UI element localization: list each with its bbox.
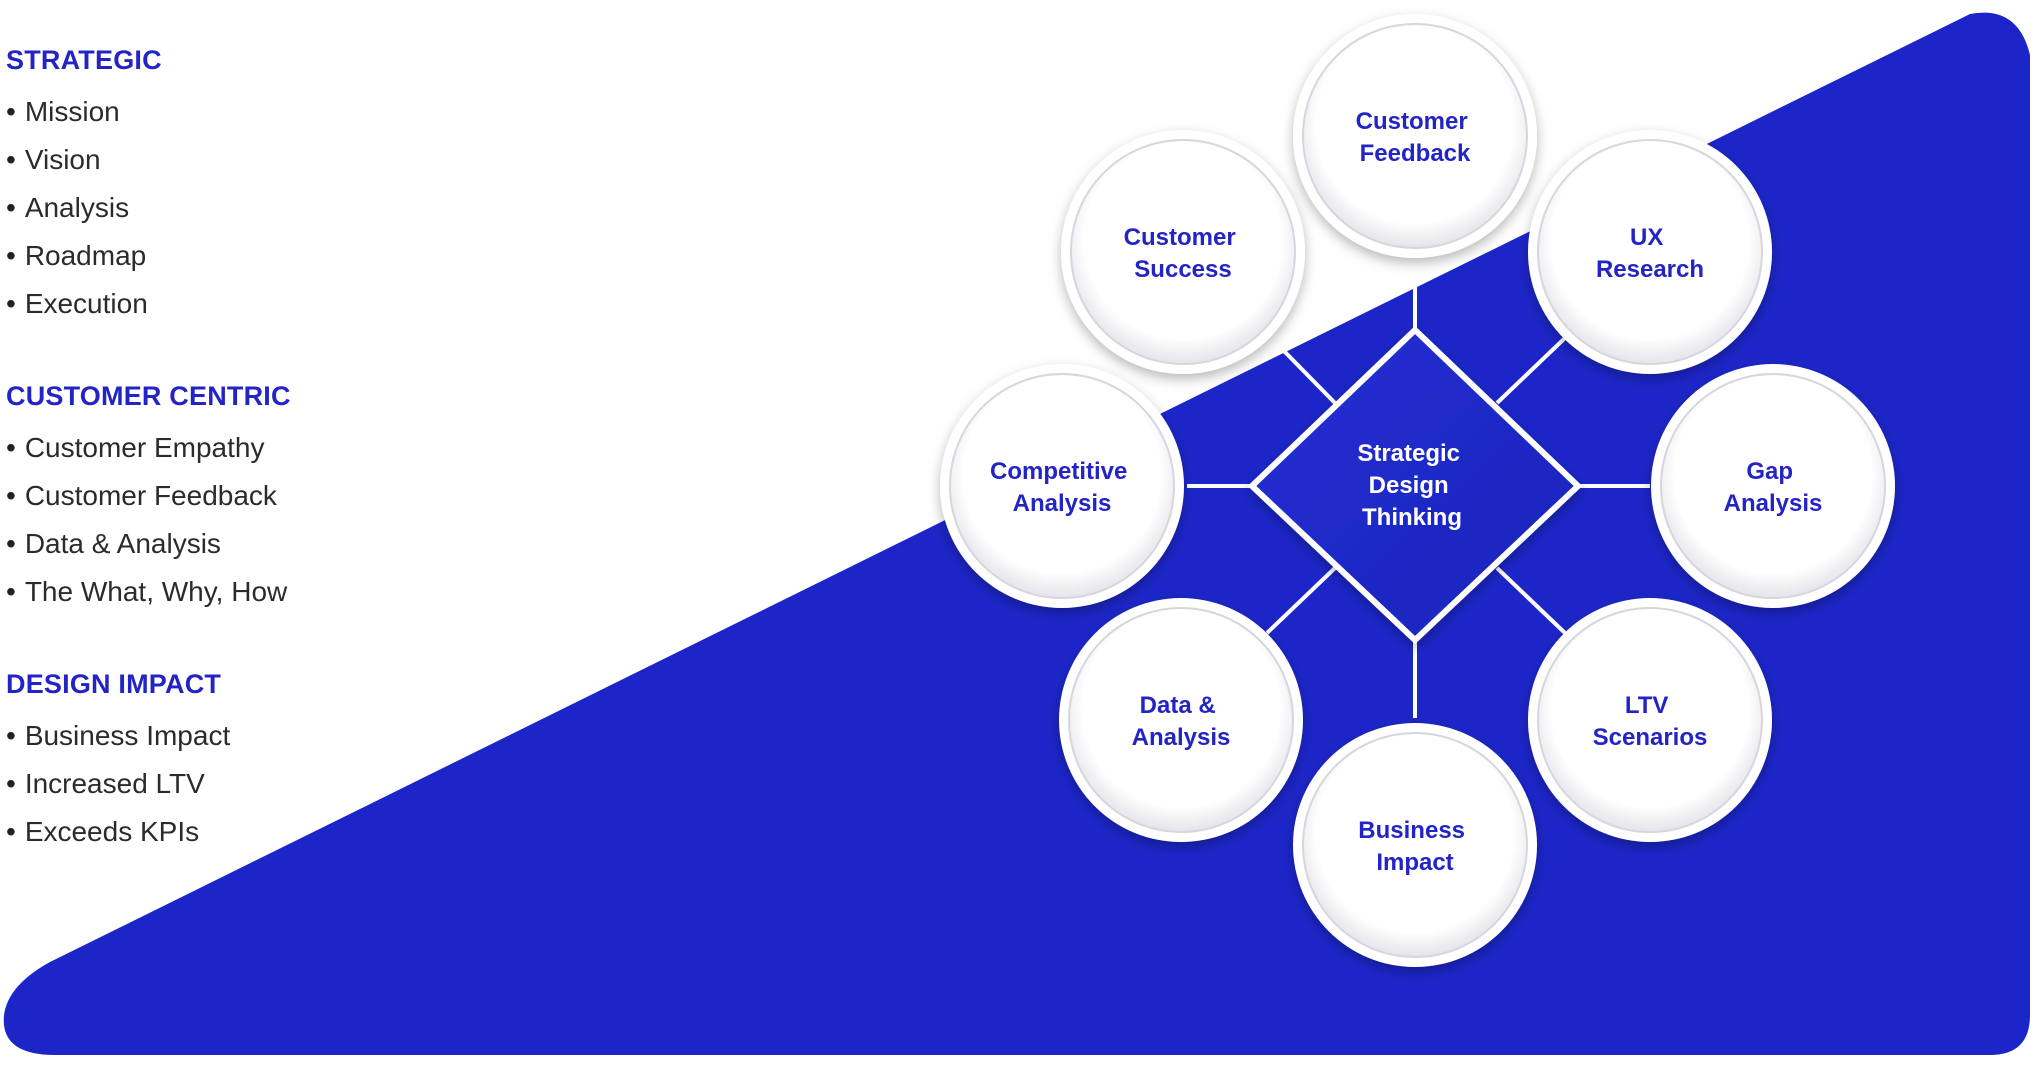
node-label-line: Research [1596, 256, 1704, 283]
svg-text:Strategic Design T: Strategic Design Thinking [1357, 440, 1466, 531]
node-label-line: Success [1134, 256, 1231, 283]
svg-text:Competitive Analysis: Competitive Analysis [990, 458, 1134, 517]
list-item: Vision [6, 136, 426, 184]
list-item: Increased LTV [6, 760, 426, 808]
svg-text:Business Impact: Business Impact [1358, 817, 1471, 876]
list-item: Analysis [6, 184, 426, 232]
svg-text:Gap Analysis: Gap Analysis [1724, 458, 1823, 517]
node-business-impact: Business Impact [1293, 723, 1537, 967]
node-label-line: Customer [1124, 224, 1236, 251]
node-customer-success: Customer Success [1061, 130, 1305, 374]
list-item: Business Impact [6, 712, 426, 760]
node-ux-research: UX Research [1528, 130, 1772, 374]
section-heading: STRATEGIC [6, 45, 162, 75]
node-ltv-scenarios: LTV Scenarios [1528, 598, 1772, 842]
node-label-line: Impact [1376, 849, 1453, 876]
list-item: Execution [6, 280, 426, 328]
node-label-line: LTV [1625, 692, 1669, 719]
bullet-list: Business Impact Increased LTV Exceeds KP… [6, 712, 426, 856]
svg-text:Customer Feedback: Customer Feedback [1356, 108, 1475, 167]
section-heading: DESIGN IMPACT [6, 669, 222, 699]
section-design-impact: DESIGN IMPACT Business Impact Increased … [6, 669, 426, 856]
node-label-line: Scenarios [1593, 724, 1708, 751]
node-label-line: Feedback [1360, 140, 1471, 167]
section-customer-centric: CUSTOMER CENTRIC Customer Empathy Custom… [6, 381, 426, 616]
bullet-list: Mission Vision Analysis Roadmap Executio… [6, 88, 426, 328]
node-label-line: Business [1358, 817, 1465, 844]
node-label-line: Customer [1356, 108, 1468, 135]
svg-text:UX Research: UX Research [1596, 224, 1704, 283]
list-item: Exceeds KPIs [6, 808, 426, 856]
list-item: Roadmap [6, 232, 426, 280]
node-data-analysis: Data & Analysis [1059, 598, 1303, 842]
center-line-3: Thinking [1362, 504, 1462, 531]
node-label-line: Analysis [1724, 490, 1823, 517]
list-item: Customer Empathy [6, 424, 426, 472]
center-line-1: Strategic [1357, 440, 1460, 467]
bullet-list: Customer Empathy Customer Feedback Data … [6, 424, 426, 616]
svg-text:Data & Analysis: Data & Analysis [1132, 692, 1231, 751]
node-gap-analysis: Gap Analysis [1651, 364, 1895, 608]
svg-text:LTV Scenarios: LTV Scenarios [1593, 692, 1708, 751]
node-label-line: Analysis [1013, 490, 1112, 517]
list-item: Customer Feedback [6, 472, 426, 520]
node-competitive-analysis: Competitive Analysis [940, 364, 1184, 608]
section-strategic: STRATEGIC Mission Vision Analysis Roadma… [6, 45, 426, 328]
node-label-line: Gap [1746, 458, 1793, 485]
center-line-2: Design [1369, 472, 1449, 499]
node-label-line: Competitive [990, 458, 1127, 485]
list-item: Data & Analysis [6, 520, 426, 568]
node-customer-feedback: Customer Feedback [1293, 14, 1537, 258]
node-label-line: Data & [1140, 692, 1216, 719]
node-label-line: Analysis [1132, 724, 1231, 751]
connector-lines [1187, 286, 1650, 718]
center-diamond: Strategic Design Thinking [1247, 325, 1583, 645]
node-label-line: UX [1630, 224, 1663, 251]
list-item: Mission [6, 88, 426, 136]
section-heading: CUSTOMER CENTRIC [6, 381, 291, 411]
list-item: The What, Why, How [6, 568, 426, 616]
svg-text:Customer Success: Customer Success [1124, 224, 1243, 283]
